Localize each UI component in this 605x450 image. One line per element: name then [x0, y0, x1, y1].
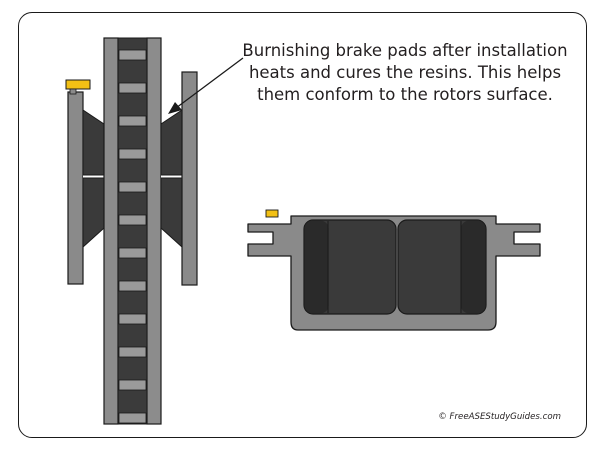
side-view-assembly [65, 37, 198, 425]
wear-indicator-tab-icon [265, 209, 279, 218]
rotor-vane [118, 82, 147, 94]
rotor-vane [118, 247, 147, 259]
rotor-vane [118, 49, 147, 61]
inner-pad-upper [82, 109, 105, 176]
rotor-vane [118, 115, 147, 127]
wear-indicator-clip [69, 88, 77, 95]
rotor-vane [118, 148, 147, 160]
rotor-vane [118, 412, 147, 424]
rotor-vane [118, 313, 147, 325]
outer-pad-lower [160, 177, 183, 249]
outer-pad-upper [160, 109, 183, 176]
caption-line: Burnishing brake pads after installation [242, 41, 568, 60]
rotor-vane [118, 346, 147, 358]
rotor-vane [118, 214, 147, 226]
rotor-face-right [146, 37, 162, 425]
caption-line: them conform to the rotors surface. [257, 85, 553, 104]
rotor-cooling-vanes [118, 49, 147, 424]
caption-text: Burnishing brake pads after installation… [240, 40, 570, 106]
rotor-vane [118, 181, 147, 193]
pad-face-view [247, 209, 541, 331]
rotor-face-left [103, 37, 119, 425]
wear-indicator-tab-icon [65, 79, 91, 90]
inner-backing-plate [67, 91, 84, 285]
arrow-pointer-icon [168, 57, 244, 114]
caption-line: heats and cures the resins. This helps [248, 63, 562, 82]
rotor-core [117, 37, 148, 425]
rotor-vane [118, 280, 147, 292]
inner-pad-lower [82, 177, 105, 249]
friction-block-right-edge [461, 220, 486, 314]
outer-backing-plate [181, 71, 198, 286]
copyright-notice: © FreeASEStudyGuides.com [438, 412, 561, 422]
friction-block-left-edge [304, 220, 329, 314]
rotor-vane [118, 379, 147, 391]
